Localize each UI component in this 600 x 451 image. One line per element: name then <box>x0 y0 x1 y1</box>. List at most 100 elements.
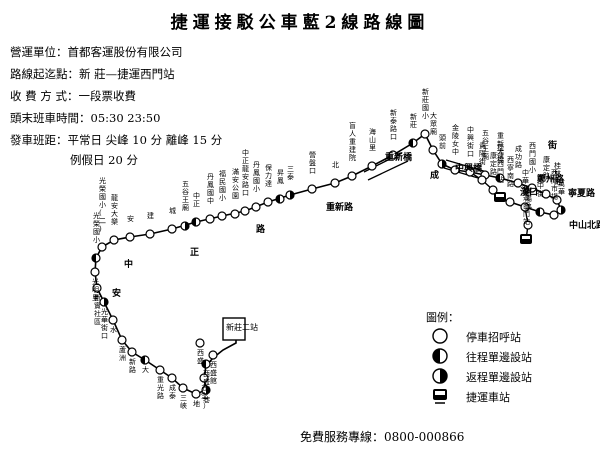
inbound-stop-marker <box>99 297 109 307</box>
road-label: 重新橋 <box>385 151 413 163</box>
inbound-stop-marker <box>180 221 190 231</box>
legend-label: 返程單邊設站 <box>466 371 532 384</box>
stop-label: 福民國小 <box>219 169 226 202</box>
stop-marker <box>167 373 177 383</box>
stop-marker <box>92 283 102 293</box>
stop-label: 光華街口 <box>101 307 108 340</box>
stop-marker <box>465 167 475 177</box>
road-label: 寧夏路 <box>568 187 596 199</box>
road-label: 重新路 <box>326 201 354 213</box>
stop-label: 西門國小 <box>529 142 536 174</box>
stop-marker <box>420 129 430 139</box>
stop-marker <box>549 210 559 220</box>
stop-label: 捷運西門站 <box>523 185 530 226</box>
stop-label: 桂林路 <box>554 161 561 186</box>
legend-item-mrt: 捷運車站 <box>428 386 588 406</box>
stop-label: 中正 <box>193 191 200 208</box>
stop-label: 海山里 <box>369 127 376 152</box>
stop-marker <box>199 373 209 383</box>
stop-marker <box>330 178 340 188</box>
legend-label: 停車招呼站 <box>466 331 521 344</box>
stop-label: 新泰路口 <box>390 108 397 141</box>
stop-label: 安 <box>127 214 134 223</box>
outbound-stop-marker <box>191 217 201 227</box>
stop-label: 盲人重建院 <box>349 121 356 162</box>
stop-marker <box>97 242 107 252</box>
stop-marker <box>125 232 135 242</box>
stop-label: 西盛 <box>197 349 204 365</box>
outbound-stop-marker <box>275 194 285 204</box>
outbound-stop-marker <box>495 173 505 183</box>
stop-marker <box>109 235 119 245</box>
stop-label: 西盛館 <box>210 361 217 385</box>
stop-marker <box>127 347 137 357</box>
stop-marker <box>240 206 250 216</box>
stop-label: 保力達 <box>265 163 272 188</box>
stop-label: 西寧南路 <box>507 156 514 188</box>
stop-label: 大眾廟 <box>430 111 437 136</box>
stop-marker <box>367 161 377 171</box>
stop-marker <box>347 171 357 181</box>
legend-item-stop: 停車招呼站 <box>428 326 588 346</box>
stop-marker <box>307 184 317 194</box>
stop-label: 滿安公園 <box>232 167 239 200</box>
stop-label: 新莊國小 <box>422 87 429 120</box>
stop-label: 丹鳳國中 <box>207 173 214 205</box>
stop-label: 三泰 <box>287 165 294 181</box>
stop-label: 捷運西門站 <box>497 143 504 184</box>
legend-label: 往程單邊設站 <box>466 351 532 364</box>
outbound-stop-marker <box>535 207 545 217</box>
stop-label: 三峽 <box>180 394 187 410</box>
road-label: 中山北路 <box>569 219 600 231</box>
stop-label: 新實社區 <box>94 293 101 326</box>
stop-label: 昇鳳 <box>277 169 284 185</box>
stop-label: 金陵女中 <box>452 123 459 156</box>
stop-marker <box>450 165 460 175</box>
stop-label: 光榮國小 <box>93 211 100 244</box>
stop-label: 漢中街 <box>537 173 544 198</box>
mrt-station-icon <box>520 234 532 244</box>
terminal-square <box>222 317 246 341</box>
outbound-stop-marker <box>201 359 211 369</box>
mrt-station-icon <box>494 192 506 202</box>
outbound-stop-marker <box>140 355 150 365</box>
stop-label: 大 <box>142 365 149 374</box>
stop-label: 中華路 <box>522 168 529 193</box>
stop-marker <box>488 185 498 195</box>
stop-marker <box>513 178 523 188</box>
operator-line: 營運單位：首都客運股份有限公司 <box>10 45 183 59</box>
stop-label: 西盛（一） <box>203 370 210 410</box>
stop-label: 貴陽街 <box>479 141 486 166</box>
outbound-stop-marker <box>408 138 418 148</box>
road-label: 安 <box>112 287 121 299</box>
stop-label: 成功路 <box>515 144 522 169</box>
stop-marker <box>505 197 515 207</box>
stop-label: 康定路 <box>543 155 550 180</box>
stop-marker <box>117 335 127 345</box>
stop-marker <box>477 175 487 185</box>
legend-item-inbound: 返程單邊設站 <box>428 366 588 386</box>
stop-marker <box>520 202 530 212</box>
stop-label: 丹鳳國小 <box>253 161 260 193</box>
stop-label: 光明里 <box>92 277 99 302</box>
stop-label: 營盤口 <box>309 150 316 175</box>
legend-title: 圖例： <box>426 311 459 324</box>
road-label: 成 <box>430 169 439 181</box>
stop-marker <box>251 202 261 212</box>
stop-marker <box>205 214 215 224</box>
road-label: 路 <box>256 223 266 235</box>
road-label: 街 <box>547 139 557 151</box>
outbound-stop-icon <box>432 348 448 364</box>
stop-label: 地 <box>193 399 200 408</box>
stop-marker <box>541 189 551 199</box>
stop-label: 中正龍安路口 <box>242 148 249 197</box>
fare-line: 收 費 方 式：一段票收費 <box>10 89 136 103</box>
stop-label: 光榮國小(二) <box>99 176 106 233</box>
map-title: 捷運接駁公車藍2線路線圖 <box>170 13 430 33</box>
legend-label: 捷運車站 <box>466 391 510 404</box>
stop-marker <box>191 389 201 399</box>
stop-marker <box>263 197 273 207</box>
stop-label: 新路 <box>129 357 136 374</box>
